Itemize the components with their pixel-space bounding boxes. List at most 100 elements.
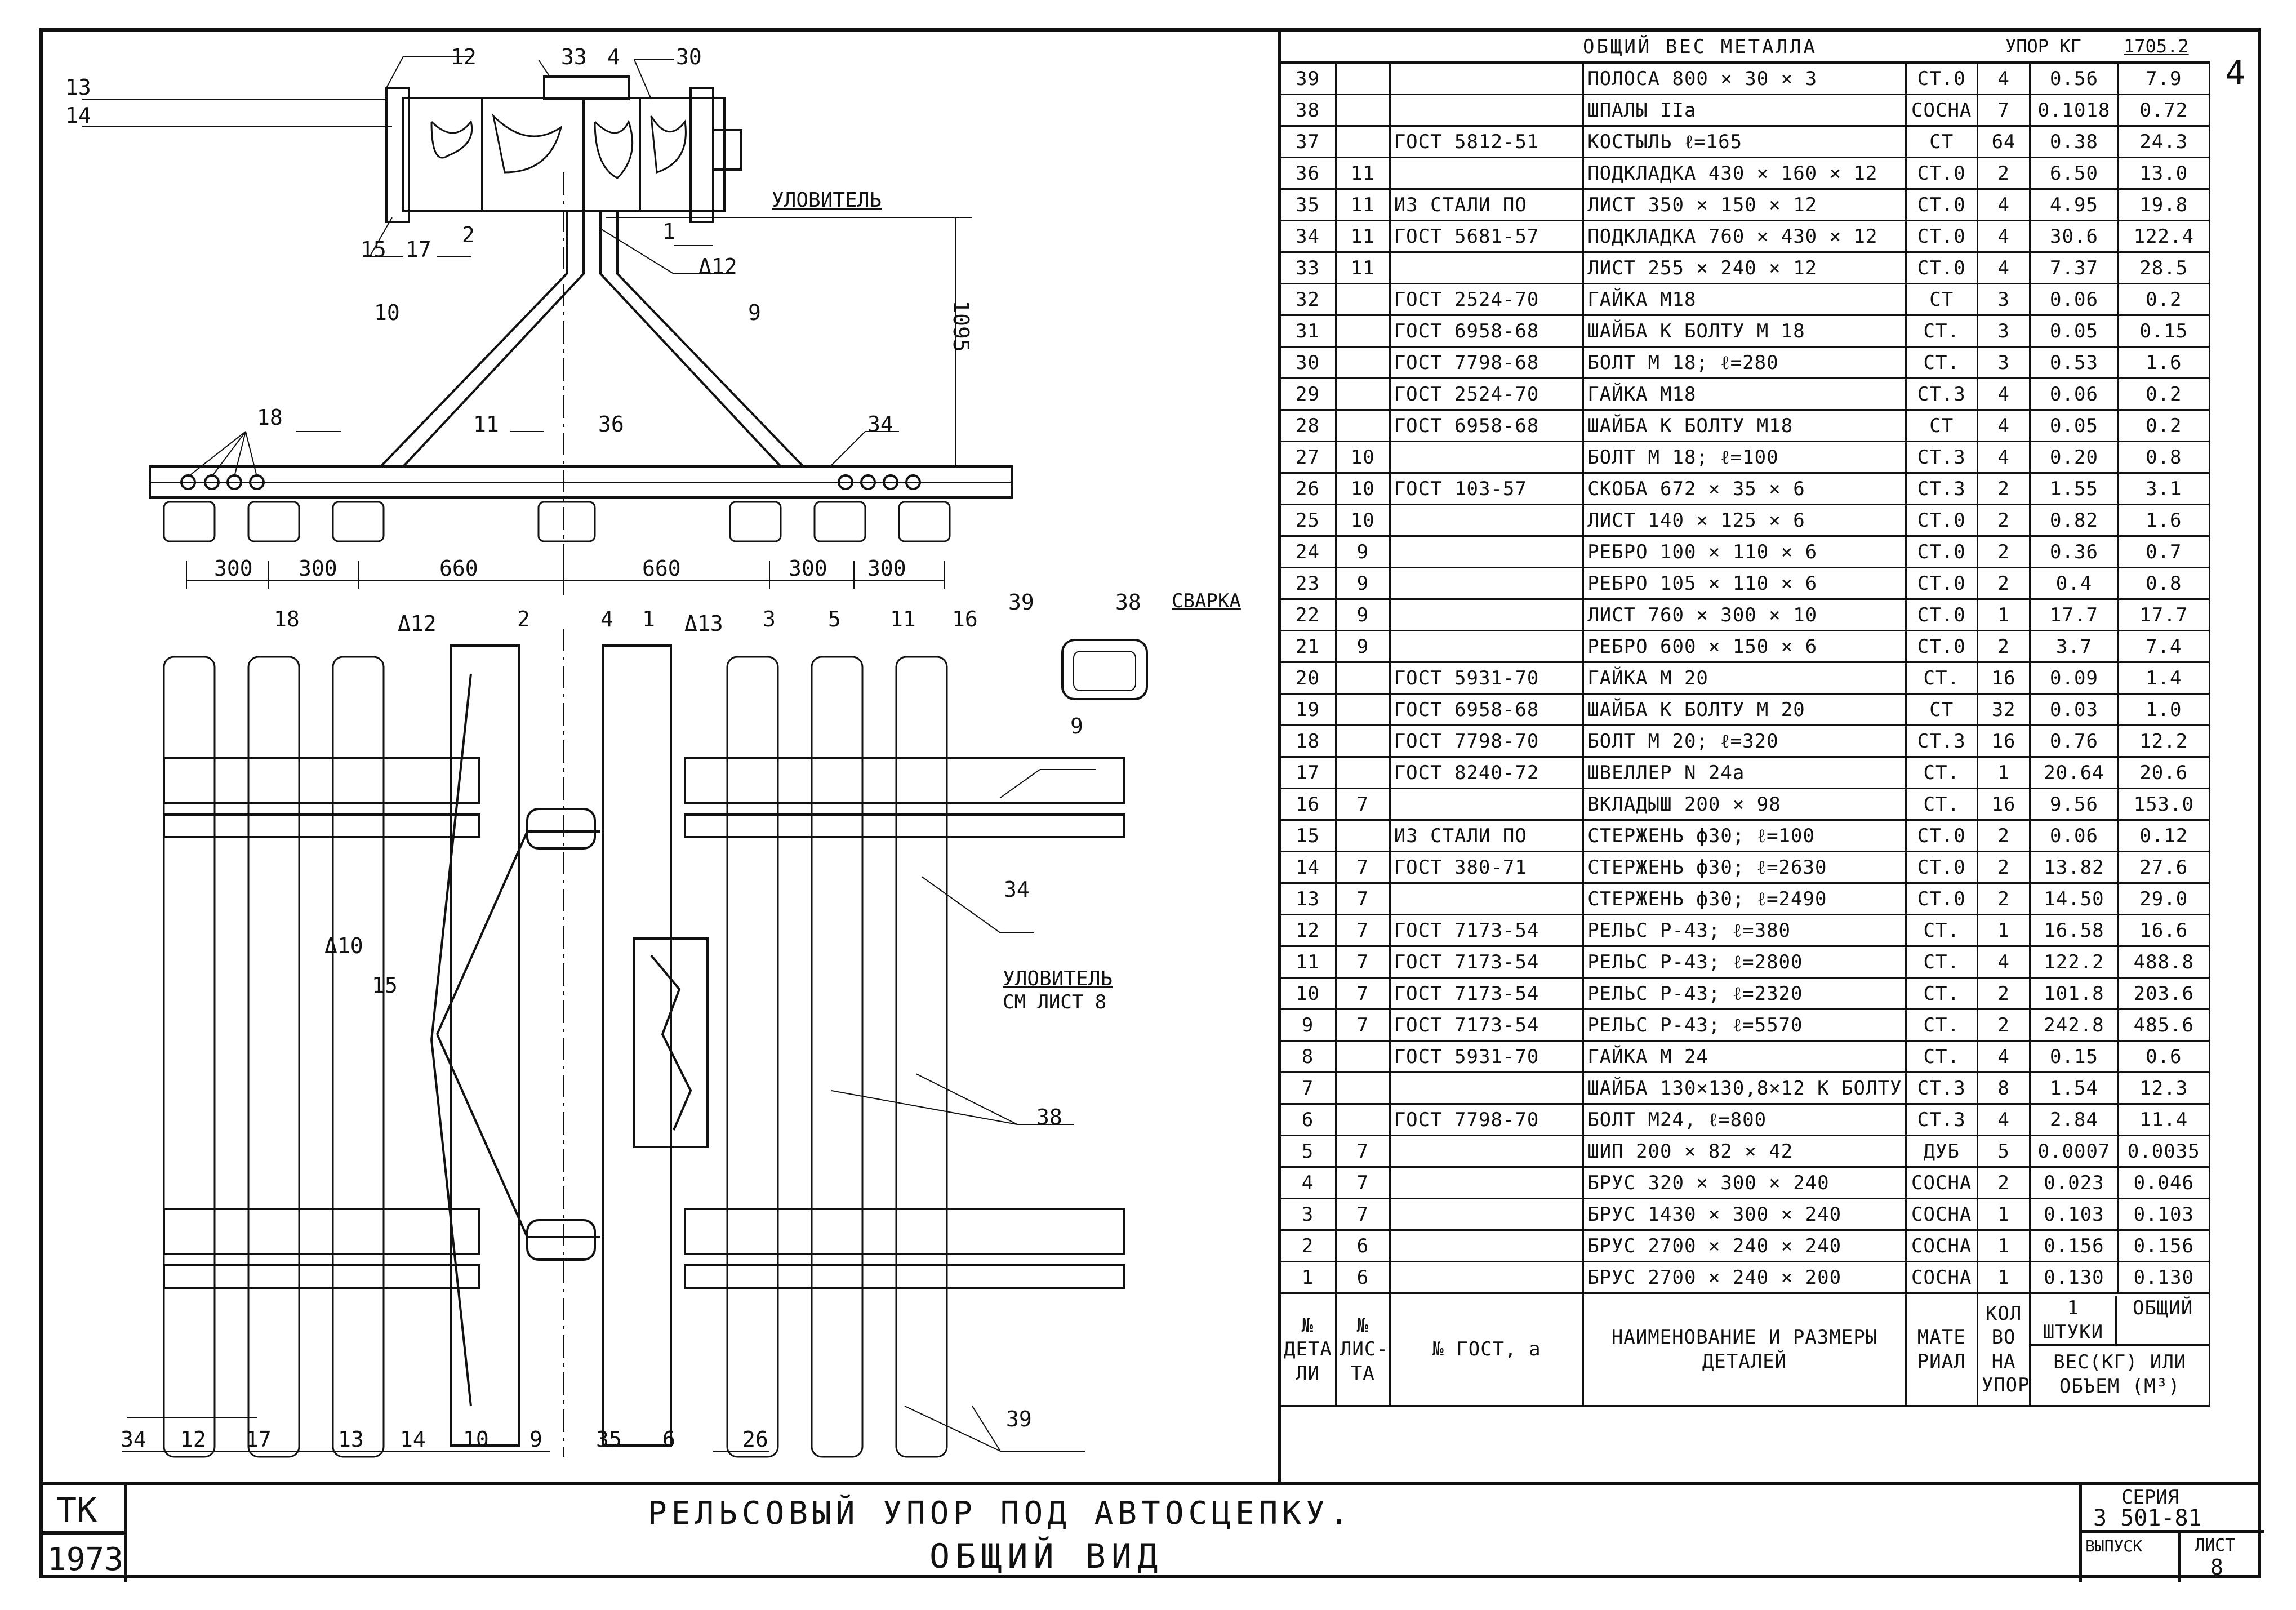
plan-callout-5: 5	[828, 607, 841, 631]
spec-cell-gost	[1389, 567, 1585, 600]
spec-cell-sheet-no	[1334, 1103, 1391, 1136]
spec-cell-material: СТ.	[1905, 945, 1978, 979]
spec-cell-material: СОСНА	[1905, 94, 1978, 127]
spec-cell-qty: 4	[1976, 188, 2031, 221]
spec-cell-detail-no: 8	[1279, 1040, 1337, 1073]
spec-cell-qty: 4	[1976, 945, 2031, 979]
spec-cell-detail-no: 28	[1279, 409, 1337, 442]
spec-cell-weight-total: 0.103	[2117, 1198, 2211, 1231]
dim-3: 660	[439, 556, 478, 581]
spec-cell-weight-total: 0.0035	[2117, 1135, 2211, 1168]
spec-cell-detail-no: 17	[1279, 756, 1337, 789]
spec-cell-detail-no: 37	[1279, 125, 1337, 158]
header-material: МАТЕ РИАЛ	[1905, 1292, 1978, 1407]
callout-9: 9	[748, 300, 761, 325]
spec-cell-weight-one: 2.84	[2029, 1103, 2119, 1136]
series-cell: СЕРИЯ 3 501-81	[2079, 1485, 2264, 1533]
spec-cell-sheet-no: 10	[1334, 504, 1391, 537]
spec-cell-weight-total: 29.0	[2117, 882, 2211, 915]
spec-cell-material: СТ.3	[1905, 377, 1978, 411]
spec-cell-gost	[1389, 94, 1585, 127]
bottom-callout-14: 14	[400, 1427, 426, 1452]
spec-cell-detail-no: 21	[1279, 630, 1337, 663]
spec-cell-weight-total: 12.3	[2117, 1071, 2211, 1105]
spec-cell-detail-no: 6	[1279, 1103, 1337, 1136]
spec-cell-name: РЕЛЬС Р-43; ℓ=5570	[1582, 1008, 1907, 1042]
spec-cell-sheet-no	[1334, 377, 1391, 411]
spec-cell-weight-total: 17.7	[2117, 598, 2211, 631]
spec-cell-weight-total: 13.0	[2117, 157, 2211, 190]
spec-cell-qty: 2	[1976, 157, 2031, 190]
spec-cell-weight-total: 1.0	[2117, 693, 2211, 726]
callout-33: 33	[561, 45, 587, 69]
callout-12: 12	[451, 45, 477, 69]
spec-cell-detail-no: 12	[1279, 914, 1337, 947]
spec-cell-weight-total: 153.0	[2117, 788, 2211, 821]
spec-cell-detail-no: 29	[1279, 377, 1337, 411]
spec-cell-gost: ГОСТ 7173-54	[1389, 1008, 1585, 1042]
spec-cell-detail-no: 20	[1279, 661, 1337, 695]
plan-catcher-label: УЛОВИТЕЛЬ	[1003, 967, 1113, 990]
spec-cell-qty: 1	[1976, 1229, 2031, 1262]
plan-rails	[163, 757, 1125, 1289]
spec-cell-weight-total: 3.1	[2117, 472, 2211, 505]
spec-cell-qty: 2	[1976, 977, 2031, 1010]
spec-cell-weight-total: 0.72	[2117, 94, 2211, 127]
header-weight-note: ВЕС(КГ) ИЛИ ОБЪЕМ (М³)	[2053, 1351, 2187, 1398]
spec-cell-sheet-no	[1334, 693, 1391, 726]
sleepers-section	[163, 501, 951, 542]
bottom-callout-6: 6	[662, 1427, 675, 1452]
spec-cell-name: ПОДКЛАДКА 760 × 430 × 12	[1582, 220, 1907, 253]
spec-cell-sheet-no: 7	[1334, 788, 1391, 821]
spec-cell-sheet-no	[1334, 314, 1391, 348]
spec-cell-weight-total: 19.8	[2117, 188, 2211, 221]
spec-cell-weight-total: 0.2	[2117, 283, 2211, 316]
spec-cell-material: СТ.0	[1905, 157, 1978, 190]
dim-2: 300	[299, 556, 337, 581]
callout-30: 30	[676, 45, 702, 69]
dim-5: 300	[789, 556, 827, 581]
spec-cell-detail-no: 33	[1279, 251, 1337, 284]
weight-header-unit: УПОР КГ	[2005, 35, 2081, 57]
spec-cell-weight-total: 0.2	[2117, 409, 2211, 442]
spec-cell-material: СТ.	[1905, 1040, 1978, 1073]
spec-cell-name: ШПАЛЫ IIа	[1582, 94, 1907, 127]
spec-cell-name: ГАЙКА М18	[1582, 377, 1907, 411]
spec-cell-sheet-no: 7	[1334, 945, 1391, 979]
spec-cell-qty: 1	[1976, 756, 2031, 789]
spec-cell-sheet-no: 9	[1334, 535, 1391, 568]
spec-cell-material: СТ.0	[1905, 630, 1978, 663]
bottom-callout-10: 10	[463, 1427, 489, 1452]
spec-cell-material: СОСНА	[1905, 1229, 1978, 1262]
detail-callout-39: 39	[1008, 590, 1034, 615]
spec-cell-gost	[1389, 504, 1585, 537]
spec-cell-qty: 4	[1976, 409, 2031, 442]
spec-cell-material: СОСНА	[1905, 1198, 1978, 1231]
spec-cell-material: СТ.	[1905, 346, 1978, 379]
spec-cell-weight-one: 0.56	[2029, 62, 2119, 95]
spec-cell-name: БРУС 320 × 300 × 240	[1582, 1166, 1907, 1199]
header-qty: КОЛ ВО НА УПОР	[1976, 1292, 2031, 1407]
spec-cell-material: СОСНА	[1905, 1166, 1978, 1199]
weld-mark-plan: Δ12	[398, 611, 437, 636]
spec-cell-material: СТ	[1905, 693, 1978, 726]
spec-cell-detail-no: 3	[1279, 1198, 1337, 1231]
spec-cell-gost: ГОСТ 5931-70	[1389, 661, 1585, 695]
dim-4: 660	[642, 556, 681, 581]
plan-callout-right-34: 34	[1004, 877, 1030, 902]
spec-cell-gost	[1389, 1229, 1585, 1262]
spec-cell-sheet-no: 9	[1334, 598, 1391, 631]
header-detail-no: № ДЕТА-ЛИ	[1279, 1292, 1337, 1407]
spec-cell-gost	[1389, 882, 1585, 915]
org-label: ТК	[56, 1491, 97, 1530]
spec-cell-detail-no: 30	[1279, 346, 1337, 379]
